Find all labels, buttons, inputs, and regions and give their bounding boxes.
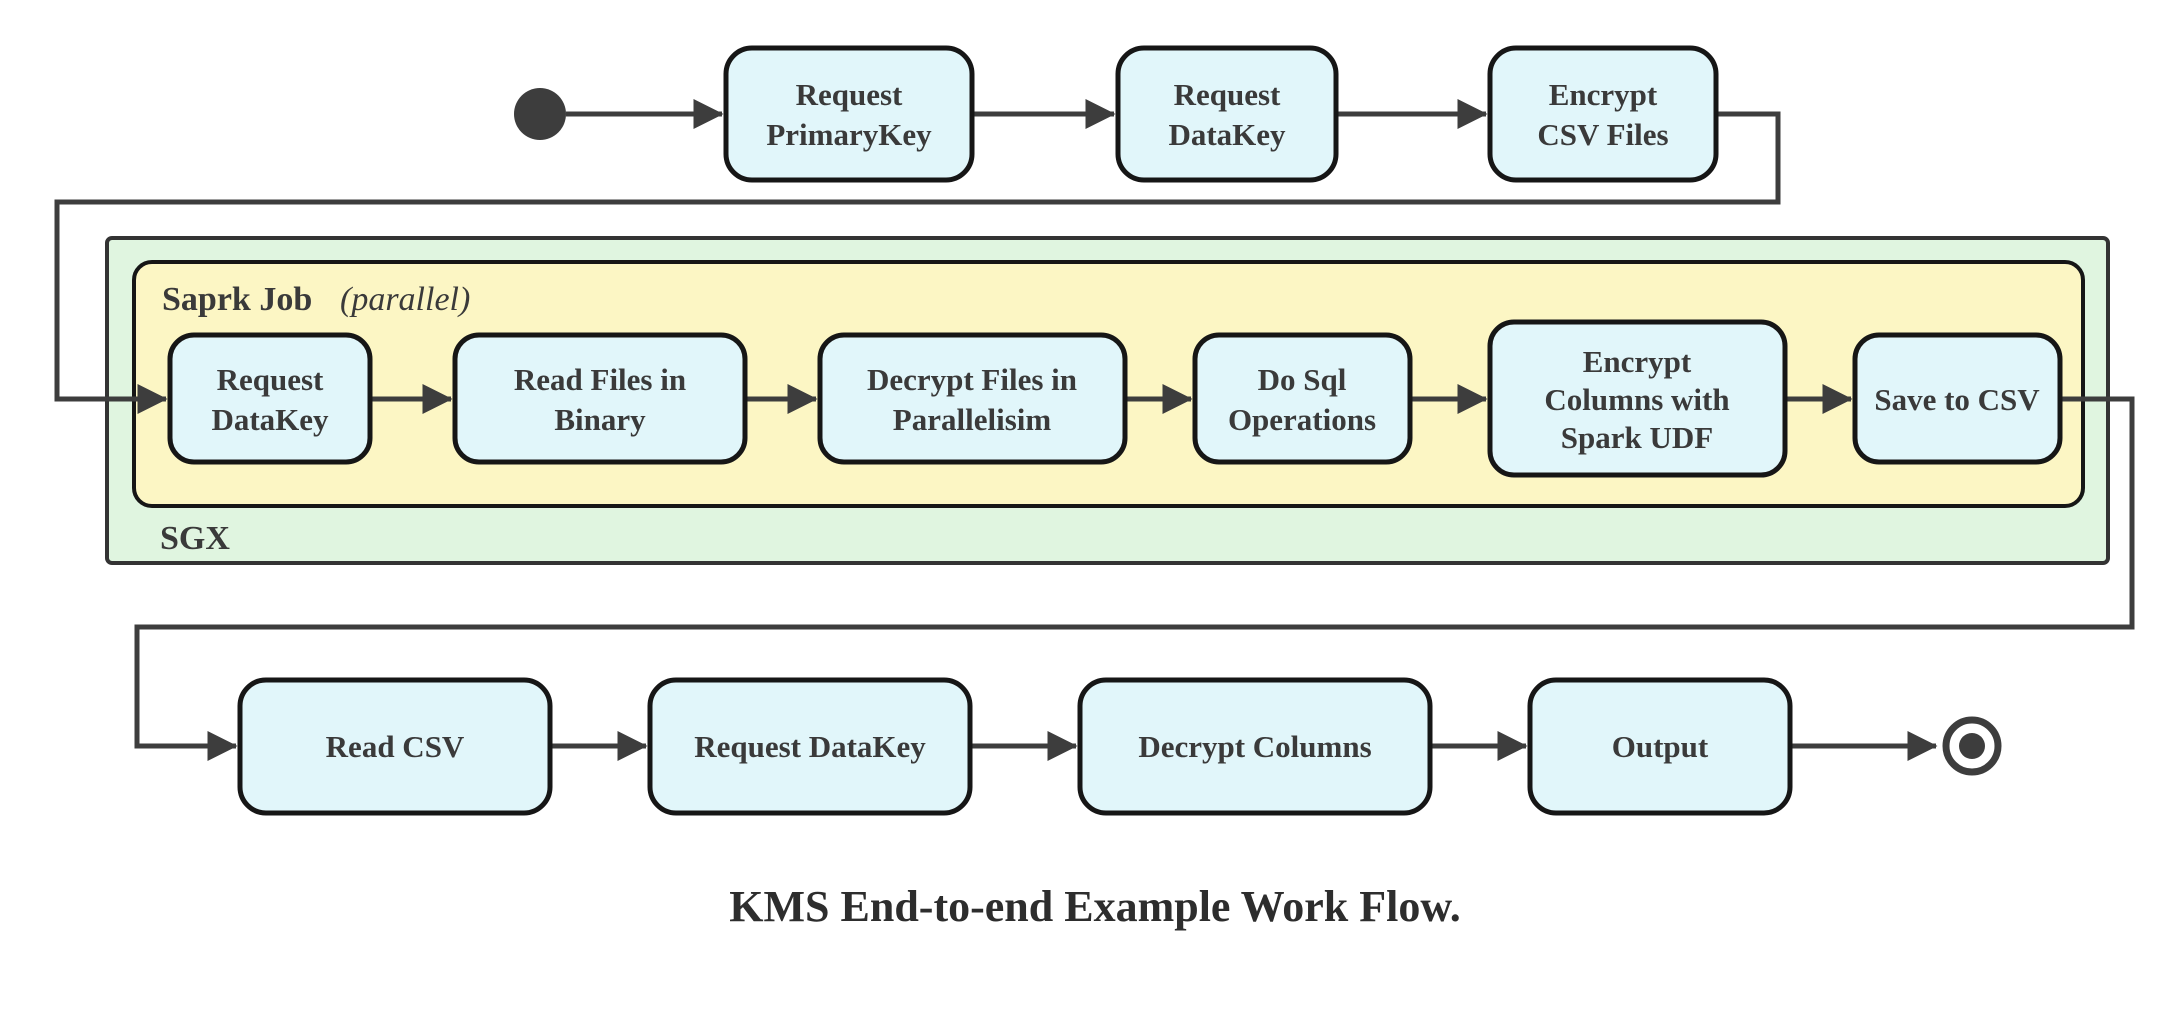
node-box — [1527, 677, 1793, 816]
node-label-line: DataKey — [1168, 117, 1286, 152]
node-box — [647, 677, 973, 816]
spark-job-annotation: (parallel) — [340, 281, 470, 318]
node-box — [452, 332, 748, 465]
node-box — [1487, 45, 1719, 183]
node-label-line: Encrypt — [1583, 344, 1692, 379]
node-box — [237, 677, 553, 816]
node-label-line: Read Files in — [514, 362, 686, 397]
node-decrypt-columns: Decrypt Columns — [1077, 677, 1433, 816]
node-label-line: Binary — [554, 402, 646, 437]
node-label-line: Decrypt Files in — [867, 362, 1077, 397]
node-request-datakey-out: Request DataKey — [647, 677, 973, 816]
node-label-line: Decrypt Columns — [1138, 729, 1371, 764]
node-output: Output — [1527, 677, 1793, 816]
node-box — [1077, 677, 1433, 816]
node-save-to-csv: Save to CSV — [1852, 332, 2063, 465]
end-node-icon — [1942, 716, 2002, 776]
node-label-line: CSV Files — [1537, 117, 1668, 152]
node-label-line: Request — [796, 77, 903, 112]
node-label-line: Encrypt — [1549, 77, 1658, 112]
node-label-line: Request — [1174, 77, 1281, 112]
node-label-line: Read CSV — [326, 729, 465, 764]
node-label-line: Request — [217, 362, 324, 397]
node-encrypt-columns-with-spark-udf: Encrypt Columns with Spark UDF — [1487, 319, 1788, 478]
node-encrypt-csv-files: Encrypt CSV Files — [1487, 45, 1719, 183]
node-read-csv: Read CSV — [237, 677, 553, 816]
node-request-datakey-sgx: Request DataKey — [167, 332, 373, 465]
node-label-line: Output — [1612, 729, 1709, 764]
node-label-line: Columns with — [1544, 382, 1729, 417]
start-node-icon — [514, 88, 566, 140]
node-box — [1487, 319, 1788, 478]
edge-save-to-csv-to-read-csv — [134, 396, 2135, 761]
node-label-line: Request DataKey — [694, 729, 926, 764]
node-label-line: Do Sql — [1258, 362, 1347, 397]
node-label-line: PrimaryKey — [766, 117, 932, 152]
node-read-files-in-binary: Read Files in Binary — [452, 332, 748, 465]
edge-encrypt-csv-files-to-sgx-request-datakey — [54, 111, 1781, 414]
node-label-line: DataKey — [211, 402, 329, 437]
node-box — [167, 332, 373, 465]
node-box — [1192, 332, 1413, 465]
node-label-line: Save to CSV — [1874, 382, 2040, 417]
diagram-caption: KMS End-to-end Example Work Flow. — [729, 882, 1460, 931]
node-decrypt-files-in-parallelisim: Decrypt Files in Parallelisim — [817, 332, 1128, 465]
node-box — [1852, 332, 2063, 465]
node-label-line: Parallelisim — [893, 402, 1052, 437]
node-label-line: Operations — [1228, 402, 1376, 437]
node-box — [817, 332, 1128, 465]
node-request-primarykey: Request PrimaryKey — [723, 45, 975, 183]
node-do-sql-operations: Do Sql Operations — [1192, 332, 1413, 465]
sgx-label: SGX — [160, 520, 230, 557]
spark-job-label: Saprk Job — [162, 281, 312, 318]
node-box — [1115, 45, 1339, 183]
node-box — [723, 45, 975, 183]
node-request-datakey-top: Request DataKey — [1115, 45, 1339, 183]
end-node-inner-dot — [1959, 733, 1985, 759]
node-label-line: Spark UDF — [1561, 420, 1713, 455]
